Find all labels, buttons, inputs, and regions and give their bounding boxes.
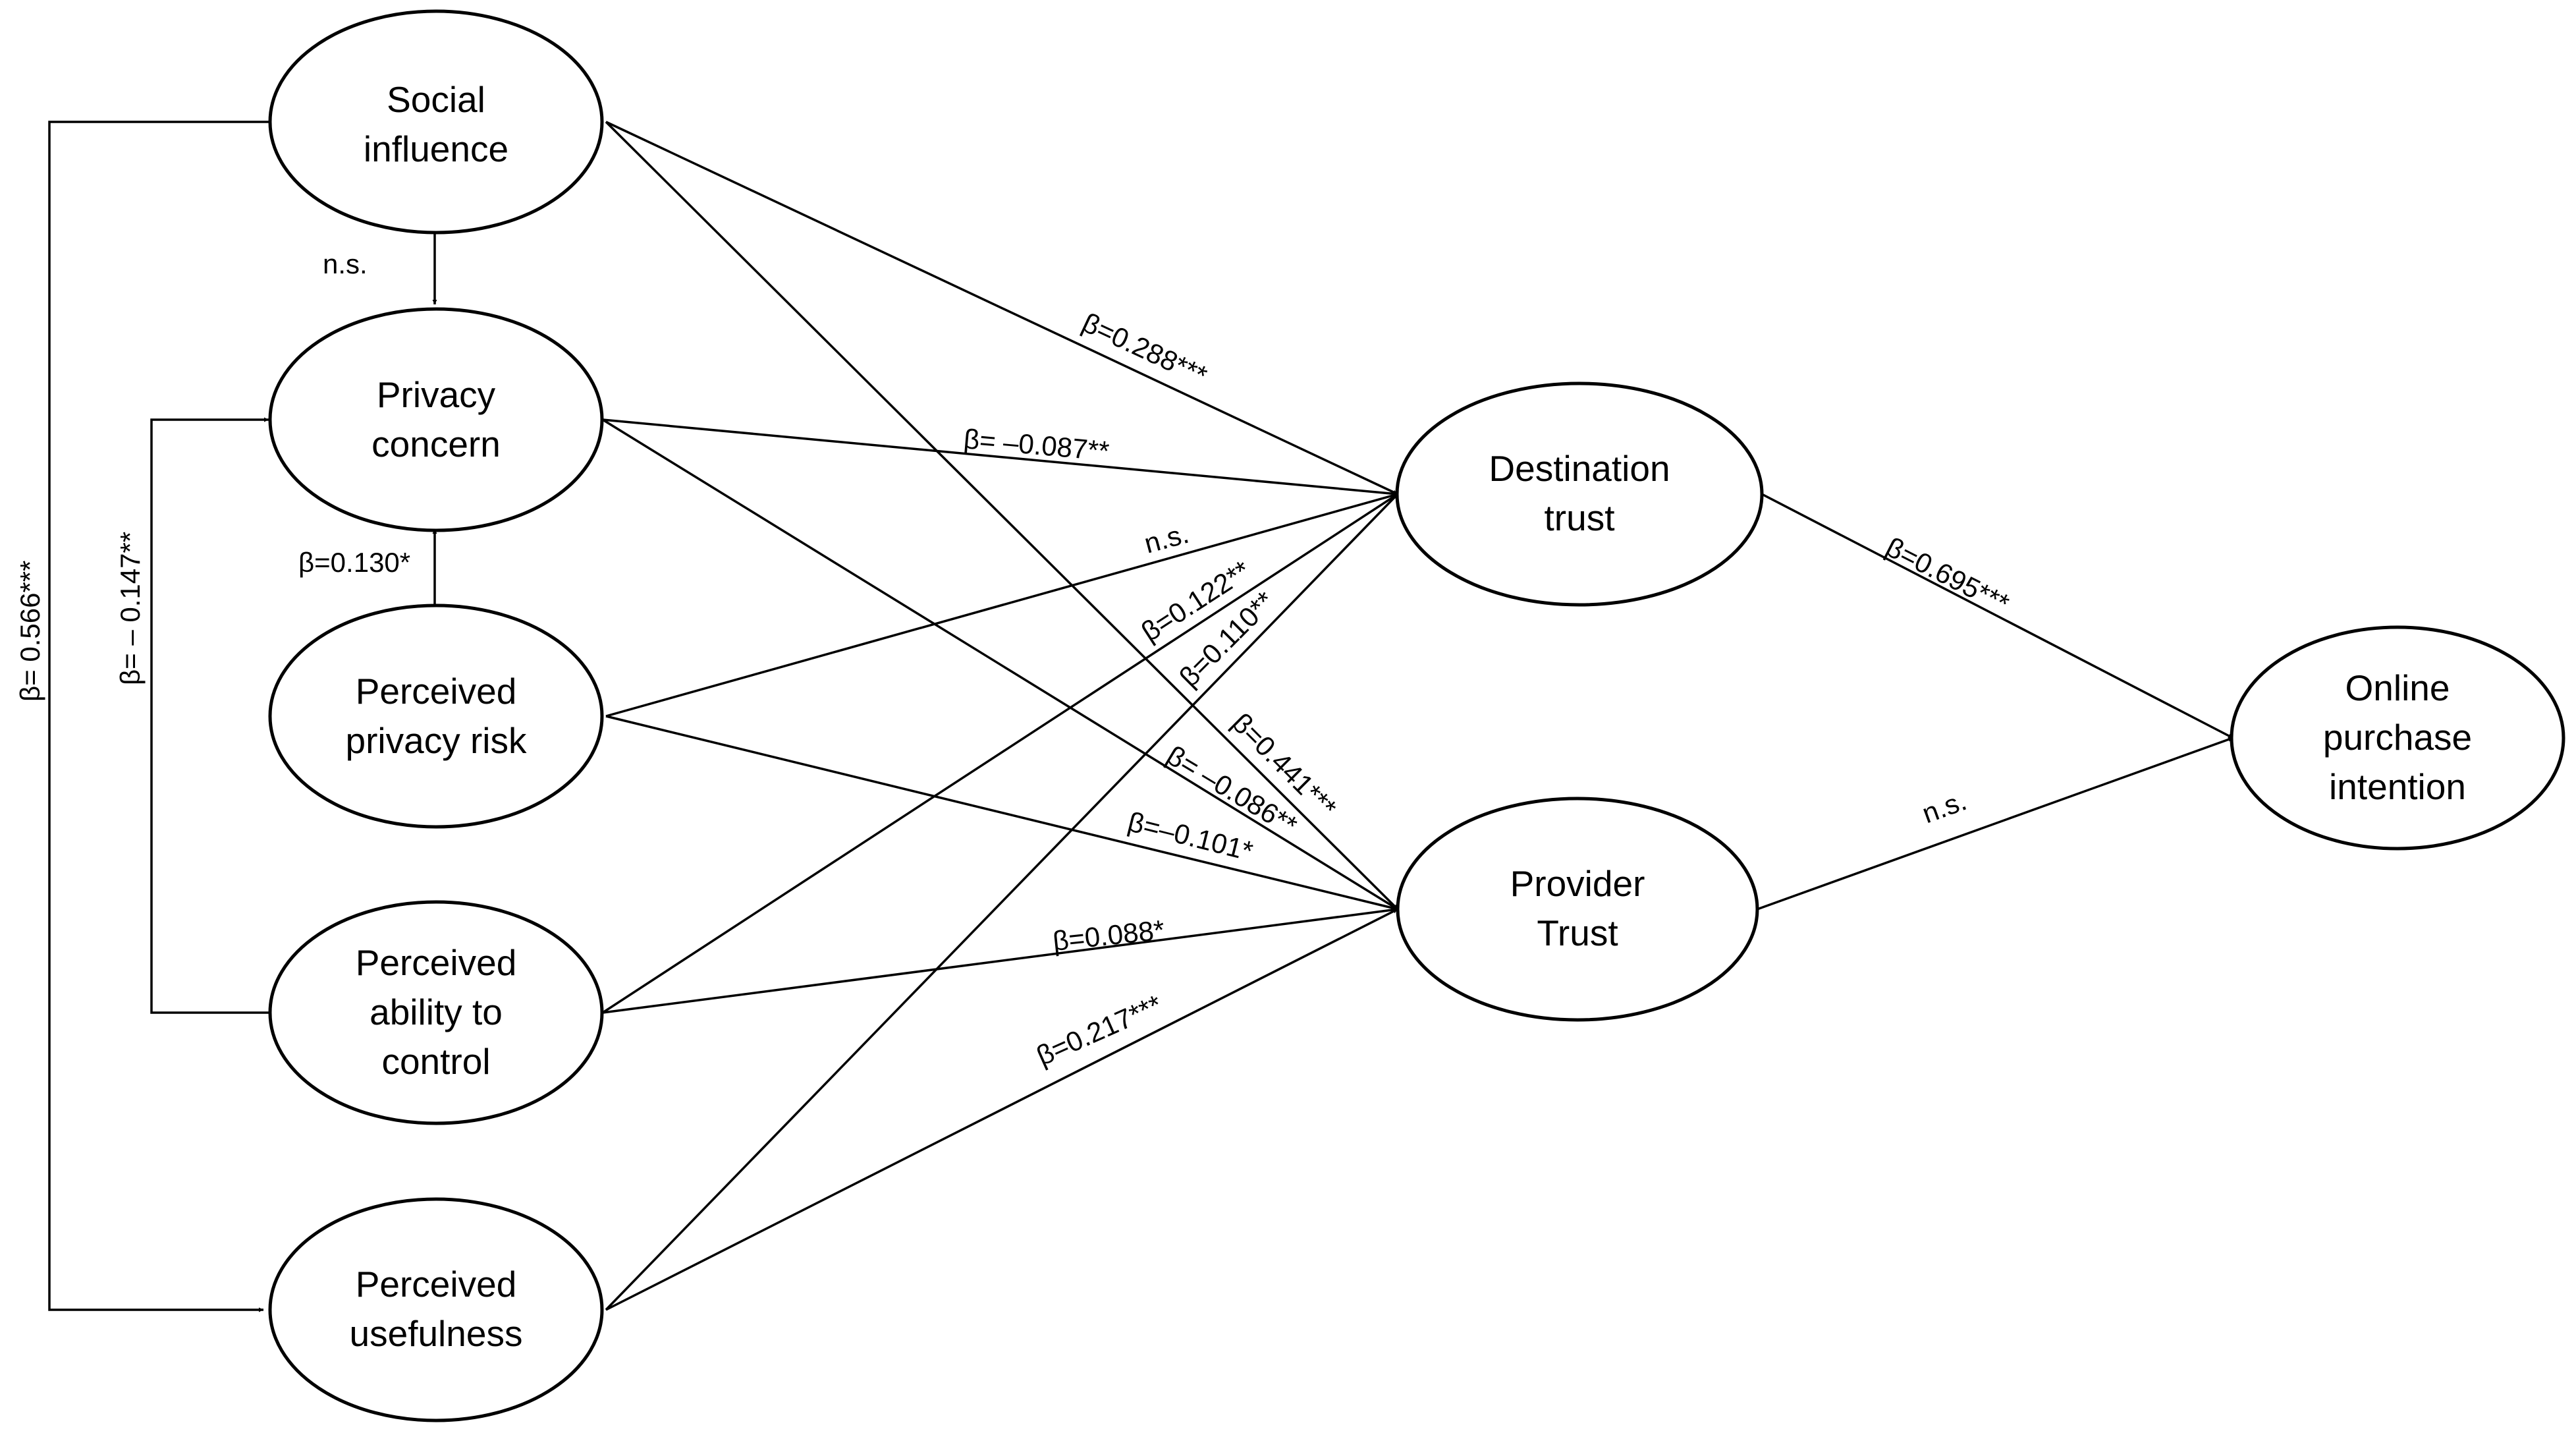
- label-pt-opi: n.s.: [1918, 785, 1971, 829]
- label-pc-dt: β= –0.087**: [962, 423, 1110, 466]
- node-label-line: Perceived: [356, 942, 517, 983]
- node-label-line: ability to: [370, 992, 503, 1032]
- node-label-line: intention: [2329, 766, 2466, 807]
- label-pac-pc: β= – 0.147**: [115, 532, 146, 685]
- label-si-pc: n.s.: [323, 248, 368, 279]
- node-label-line: trust: [1545, 497, 1615, 538]
- node-label-line: Online: [2345, 667, 2450, 708]
- edge-pc-dt: [602, 418, 1398, 496]
- edge-si-pt: [605, 121, 1399, 911]
- label-pac-pt: β=0.088*: [1051, 914, 1166, 957]
- node-label-line: Perceived: [356, 671, 517, 712]
- edge-pt-opi: [1757, 737, 2233, 911]
- node-label-line: control: [381, 1041, 490, 1082]
- edge-pac-dt: [602, 493, 1398, 1014]
- nodes: Social influence Privacy concern Perceiv…: [268, 9, 2565, 1422]
- node-provider-trust: Provider Trust: [1396, 797, 1759, 1022]
- node-online-purchase-intention: Online purchase intention: [2230, 625, 2565, 851]
- node-label-line: Destination: [1489, 448, 1670, 489]
- edge-si-dt: [605, 121, 1398, 495]
- edge-pac-pc: [150, 417, 269, 1014]
- node-label-line: Trust: [1537, 913, 1618, 953]
- edges: [48, 121, 2233, 1312]
- label-ppr-pc: β=0.130*: [298, 547, 410, 578]
- node-label-line: usefulness: [350, 1313, 523, 1354]
- node-label-line: Social: [387, 79, 485, 120]
- edge-ppr-dt: [605, 493, 1398, 717]
- node-label-line: Privacy: [377, 374, 496, 415]
- edge-pu-pt: [605, 908, 1398, 1311]
- edge-pu-dt: [605, 493, 1399, 1311]
- node-perceived-usefulness: Perceived usefulness: [268, 1197, 604, 1422]
- node-label-line: concern: [371, 424, 501, 464]
- label-si-pu: β= 0.566***: [14, 561, 45, 702]
- node-label-line: privacy risk: [345, 720, 527, 761]
- edge-pac-pt: [602, 907, 1398, 1014]
- edge-dt-opi: [1761, 493, 2233, 739]
- node-label-line: Provider: [1510, 863, 1645, 904]
- node-destination-trust: Destination trust: [1395, 381, 1764, 607]
- node-label-line: influence: [364, 128, 508, 169]
- label-si-dt: β=0.288***: [1078, 307, 1212, 391]
- node-privacy-concern: Privacy concern: [268, 307, 604, 532]
- edge-pc-pt: [602, 418, 1398, 911]
- node-label-line: Perceived: [356, 1264, 517, 1305]
- node-social-influence: Social influence: [268, 9, 604, 235]
- edge-ppr-pt: [605, 715, 1398, 911]
- node-perceived-ability-to-control: Perceived ability to control: [268, 900, 604, 1125]
- node-label-line: purchase: [2323, 717, 2472, 758]
- node-perceived-privacy-risk: Perceived privacy risk: [268, 604, 604, 829]
- label-dt-opi: β=0.695***: [1881, 531, 2014, 619]
- edge-si-pu: [48, 121, 269, 1312]
